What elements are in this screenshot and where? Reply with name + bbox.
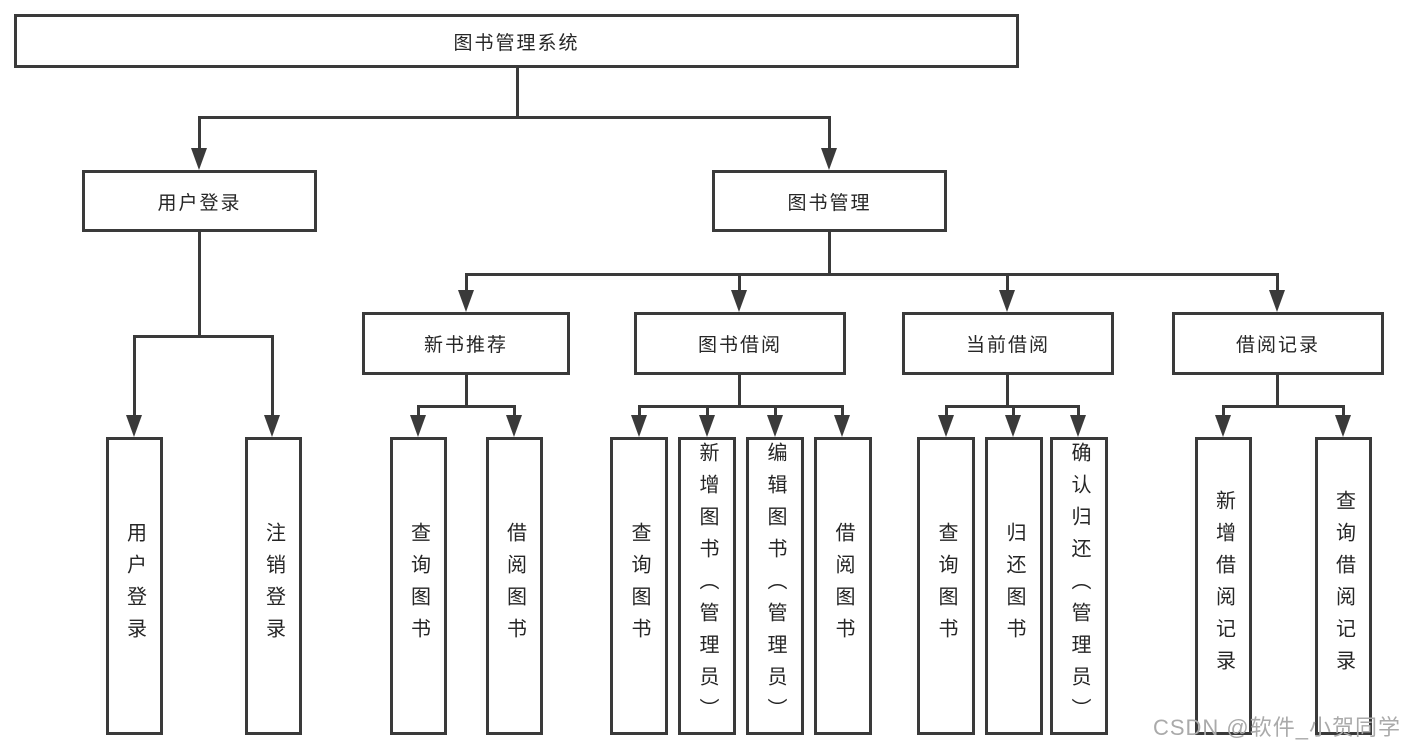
connector-leaf-drop: [945, 405, 948, 417]
arrow-down-icon: [767, 415, 783, 437]
connector-book-management-branch: [465, 273, 1279, 276]
connector-user-login-stem: [198, 232, 201, 338]
connector-new-book-branch: [417, 405, 515, 408]
node-leaf-query-book-borrow: 查询图书: [610, 437, 668, 735]
connector-root-stem: [516, 68, 519, 118]
connector-leaf-drop: [1222, 405, 1225, 417]
connector-borrow-records-branch: [1222, 405, 1343, 408]
connector-book-borrow-drop: [738, 273, 741, 293]
node-new-book-recommend: 新书推荐: [362, 312, 570, 375]
node-leaf-query-book-current: 查询图书: [917, 437, 975, 735]
arrow-down-icon: [1215, 415, 1231, 437]
node-book-borrow: 图书借阅: [634, 312, 846, 375]
connector-new-book-stem: [465, 375, 468, 408]
connector-new-book-drop: [465, 273, 468, 293]
arrow-down-icon: [191, 148, 207, 170]
arrow-down-icon: [938, 415, 954, 437]
connector-book-borrow-stem: [738, 375, 741, 408]
connector-login-leaf-drop: [133, 335, 136, 417]
node-leaf-edit-book-admin: 编辑图书（管理员）: [746, 437, 804, 735]
connector-leaf-drop: [513, 405, 516, 417]
connector-leaf-drop: [841, 405, 844, 417]
node-leaf-add-borrow-record: 新增借阅记录: [1195, 437, 1252, 735]
arrow-down-icon: [506, 415, 522, 437]
node-leaf-confirm-return-admin: 确认归还（管理员）: [1050, 437, 1108, 735]
connector-root-branch: [198, 116, 831, 119]
connector-book-borrow-branch: [638, 405, 844, 408]
connector-leaf-drop: [1077, 405, 1080, 417]
connector-user-login-branch: [133, 335, 274, 338]
connector-leaf-drop: [774, 405, 777, 417]
node-leaf-query-borrow-record: 查询借阅记录: [1315, 437, 1372, 735]
connector-current-borrow-drop: [1006, 273, 1009, 293]
connector-book-management-stem: [828, 232, 831, 276]
node-leaf-add-book-admin: 新增图书（管理员）: [678, 437, 736, 735]
connector-book-management-drop: [828, 116, 831, 149]
node-borrow-records: 借阅记录: [1172, 312, 1384, 375]
node-book-management: 图书管理: [712, 170, 947, 232]
arrow-down-icon: [126, 415, 142, 437]
connector-leaf-drop: [1342, 405, 1345, 417]
connector-leaf-drop: [1012, 405, 1015, 417]
node-leaf-user-login: 用户登录: [106, 437, 163, 735]
arrow-down-icon: [1005, 415, 1021, 437]
node-library-management-system: 图书管理系统: [14, 14, 1019, 68]
arrow-down-icon: [264, 415, 280, 437]
arrow-down-icon: [699, 415, 715, 437]
arrow-down-icon: [458, 290, 474, 312]
arrow-down-icon: [1070, 415, 1086, 437]
arrow-down-icon: [999, 290, 1015, 312]
node-leaf-borrow-book-recommend: 借阅图书: [486, 437, 543, 735]
arrow-down-icon: [731, 290, 747, 312]
node-current-borrow: 当前借阅: [902, 312, 1114, 375]
node-leaf-return-book: 归还图书: [985, 437, 1043, 735]
connector-leaf-drop: [638, 405, 641, 417]
arrow-down-icon: [821, 148, 837, 170]
connector-leaf-drop: [706, 405, 709, 417]
connector-user-login-drop: [198, 116, 201, 149]
node-leaf-borrow-book: 借阅图书: [814, 437, 872, 735]
node-user-login: 用户登录: [82, 170, 317, 232]
arrow-down-icon: [410, 415, 426, 437]
connector-logout-leaf-drop: [271, 335, 274, 417]
connector-borrow-records-stem: [1276, 375, 1279, 408]
connector-current-borrow-stem: [1006, 375, 1009, 408]
node-leaf-logout: 注销登录: [245, 437, 302, 735]
connector-borrow-records-drop: [1276, 273, 1279, 293]
csdn-watermark: CSDN @软件_小贺同学: [1152, 715, 1401, 740]
connector-leaf-drop: [417, 405, 420, 417]
arrow-down-icon: [1269, 290, 1285, 312]
arrow-down-icon: [1335, 415, 1351, 437]
arrow-down-icon: [834, 415, 850, 437]
node-leaf-query-book-recommend: 查询图书: [390, 437, 447, 735]
arrow-down-icon: [631, 415, 647, 437]
